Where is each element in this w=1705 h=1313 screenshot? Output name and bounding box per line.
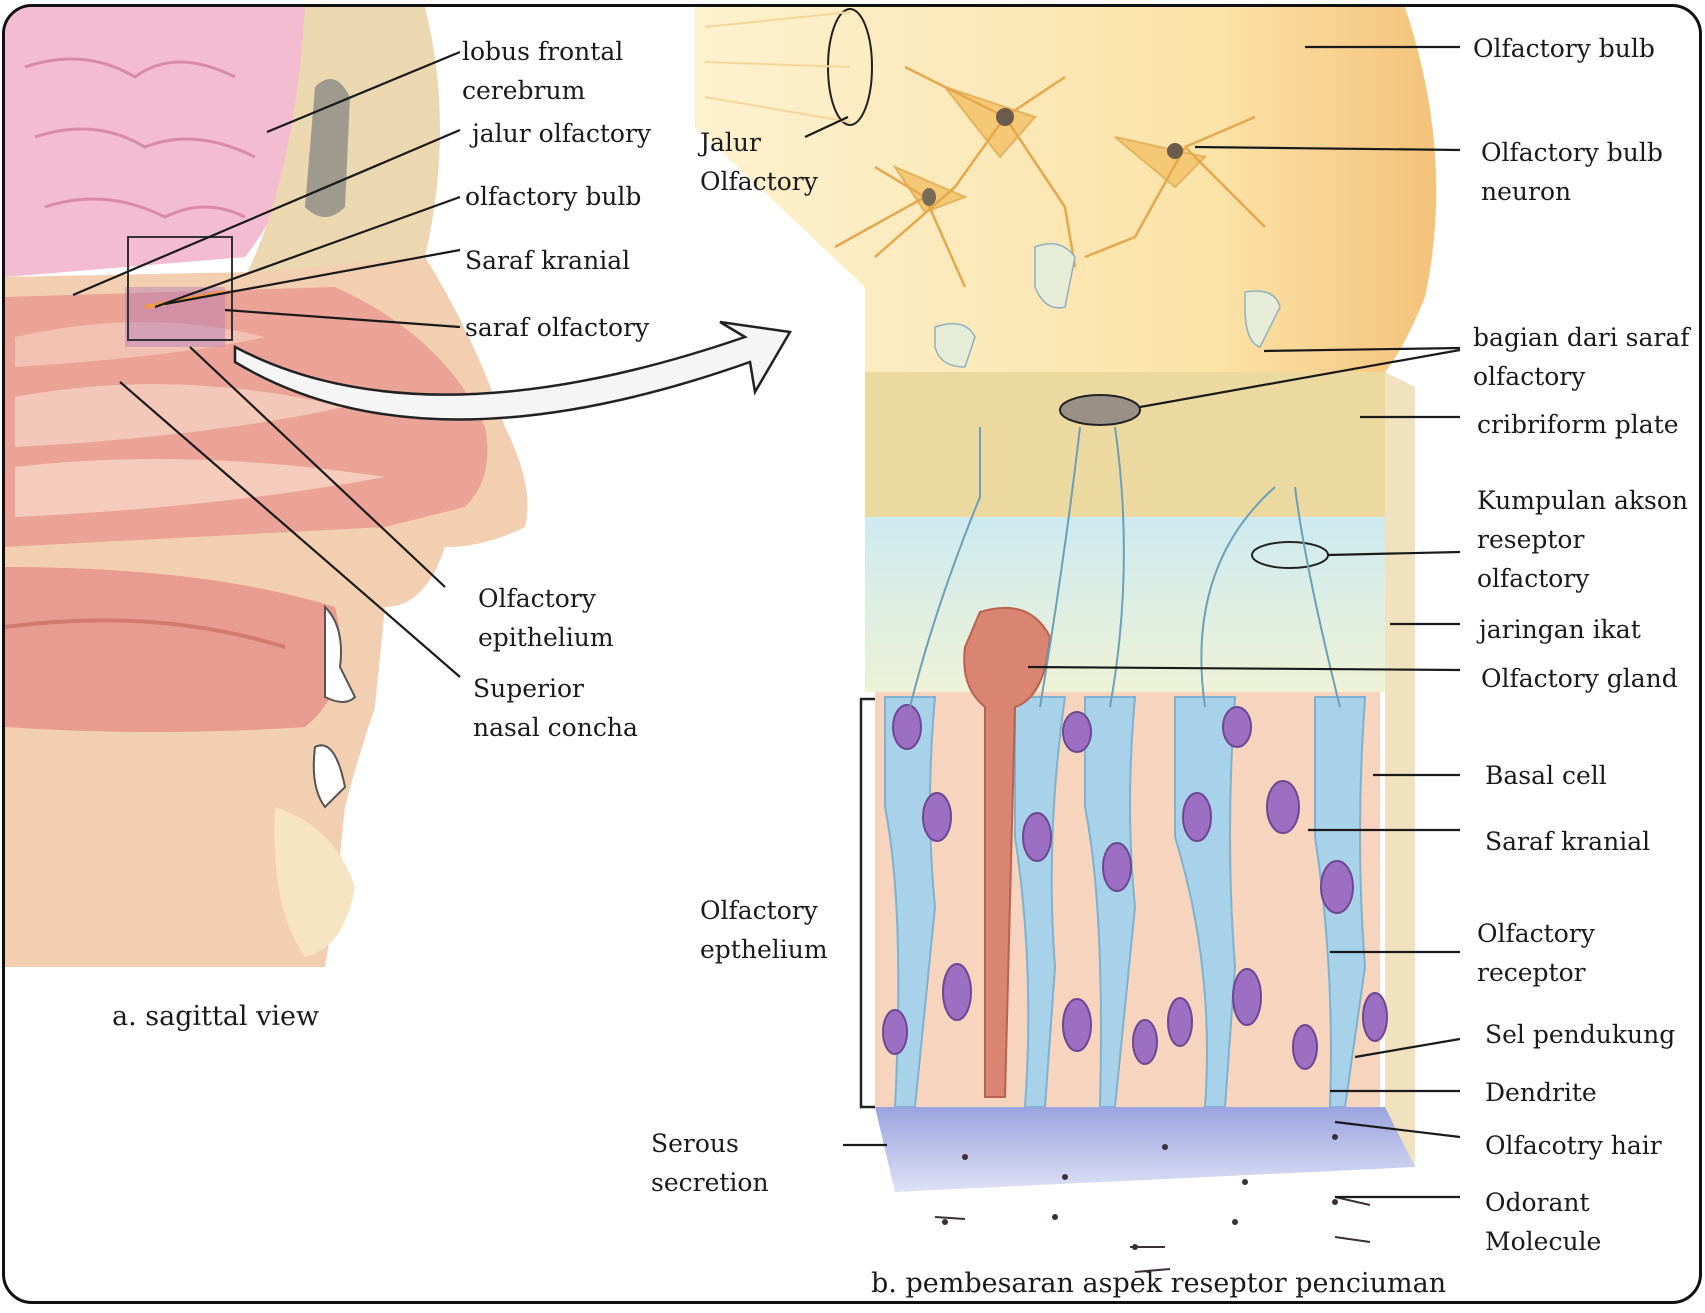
label-jaringan-ikat: jaringan ikat [1479, 615, 1641, 644]
label-olfactory-epithelium-a: Olfactory epithelium [478, 584, 614, 652]
magnify-arrow [233, 320, 793, 421]
label-olfactory-receptor: Olfactory receptor [1477, 919, 1595, 987]
label-olfactory-hair: Olfacotry hair [1485, 1131, 1662, 1160]
label-olfactory-bulb-a: olfactory bulb [465, 182, 642, 211]
label-jalur-olfactory-a: jalur olfactory [472, 119, 652, 148]
leader-lines [72, 45, 1461, 1199]
label-superior-nasal-concha: Superior nasal concha [473, 674, 638, 742]
label-cribriform-plate: cribriform plate [1477, 410, 1679, 439]
label-saraf-kranial-b: Saraf kranial [1485, 827, 1651, 856]
caption-sagittal-view: a. sagittal view [112, 1001, 320, 1032]
label-olfactory-bulb-neuron: Olfactory bulb neuron [1481, 138, 1663, 206]
label-dendrite: Dendrite [1485, 1078, 1597, 1107]
caption-magnified-view: b. pembesaran aspek reseptor penciuman [871, 1268, 1447, 1299]
magnified-receptor-illustration [695, 7, 1437, 1273]
label-bagian-saraf-olfactory: bagian dari saraf olfactory [1473, 323, 1690, 391]
label-sel-pendukung: Sel pendukung [1485, 1020, 1676, 1049]
label-olfactory-gland: Olfactory gland [1481, 664, 1678, 693]
label-kumpulan-akson: Kumpulan akson reseptor olfactory [1477, 486, 1689, 593]
label-jalur-olfactory-b: Jalur Olfactory [700, 128, 818, 196]
label-basal-cell: Basal cell [1485, 761, 1607, 790]
label-odorant-molecule: Odorant Molecule [1485, 1188, 1602, 1256]
sagittal-view-illustration [5, 7, 528, 967]
label-olfactory-epthelium-b: Olfactory epthelium [700, 896, 828, 964]
label-saraf-olfactory-a: saraf olfactory [465, 313, 650, 342]
figure-frame: lobus frontal cerebrum jalur olfactory o… [2, 4, 1702, 1304]
label-serous-secretion: Serous secretion [651, 1129, 769, 1197]
label-olfactory-bulb-b: Olfactory bulb [1473, 34, 1655, 63]
label-lobus-frontal: lobus frontal cerebrum [462, 37, 624, 105]
label-saraf-kranial-a: Saraf kranial [465, 246, 631, 275]
olfactory-illustration [5, 7, 1461, 1273]
